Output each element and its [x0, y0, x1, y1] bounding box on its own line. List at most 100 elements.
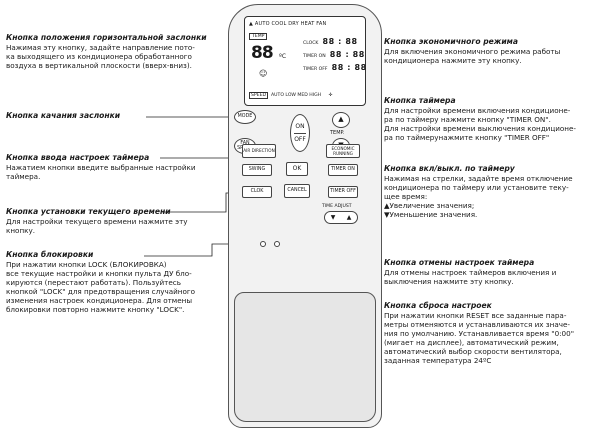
lcd-timer-off-label: TIMER OFF: [303, 67, 328, 72]
annotation-line: кнопку.: [6, 226, 36, 236]
annotation-reset: Кнопка сброса настроек При нажатии кнопк…: [384, 301, 610, 366]
annotation-timer-enter: Кнопка ввода настроек таймера Нажатием к…: [6, 153, 226, 181]
lcd-degree: ºC: [279, 53, 287, 60]
economic-running-button[interactable]: ECONOMIC RUNNING: [326, 144, 360, 158]
annotation-line: Нажимая на стрелки, задайте время отключ…: [384, 174, 573, 183]
annotation-title: Кнопка положения горизонтальной заслонки: [6, 33, 207, 42]
on-off-button[interactable]: ON OFF: [290, 114, 310, 152]
annotation-line: кнопкой "LOCK" для предотвращения случай…: [6, 287, 196, 297]
annotation-body: Для настройки времени включения кондицио…: [384, 106, 610, 142]
annotation-line: заданная температура 24ºC: [384, 356, 492, 366]
time-up-button[interactable]: ▲: [346, 214, 352, 221]
annotation-line: метры отменяются и устанавливаются их зн…: [384, 320, 570, 330]
lcd-clock-label: CLOCK: [303, 41, 319, 46]
fan-icon: ✣: [328, 93, 333, 98]
ok-button[interactable]: OK: [286, 162, 308, 176]
annotation-line: все текущие настройки и кнопки пульта ДУ…: [6, 269, 192, 279]
lock-pinhole[interactable]: [260, 241, 266, 247]
annotation-line: кируются (перестают работать). Пользуйте…: [6, 278, 181, 288]
annotation-title: Кнопка блокировки: [6, 250, 94, 259]
time-adjust-label: TIME ADJUST: [322, 204, 352, 209]
annotation-line: Для отмены настроек таймеров включения и: [384, 268, 557, 277]
annotation-economic: Кнопка экономичного режима Для включения…: [384, 37, 610, 65]
annotation-air-direction: Кнопка положения горизонтальной заслонки…: [6, 33, 236, 70]
annotation-line: ра по таймеру нажмите кнопку "TIMER ON".: [384, 115, 551, 125]
on-label: ON: [295, 123, 305, 130]
annotation-line: кондиционера нажмите эту кнопку.: [384, 56, 522, 66]
annotation-timer-onoff: Кнопка вкл/выкл. по таймеру Нажимая на с…: [384, 164, 610, 219]
annotation-title: Кнопка отмены настроек таймера: [384, 258, 535, 267]
annotation-title: Кнопка сброса настроек: [384, 301, 492, 310]
annotation-title: Кнопка вкл/выкл. по таймеру: [384, 164, 515, 173]
lcd-timer-off-digits: 88 : 88: [331, 63, 367, 72]
annotation-body: Нажимая эту кнопку, задайте направление …: [6, 43, 236, 70]
time-adjust-control: ▼ ▲: [324, 211, 358, 224]
lcd-modes: ▲ AUTO COOL DRY HEAT FAN: [249, 21, 327, 27]
annotation-line: выключения нажмите эту кнопку.: [384, 277, 514, 287]
annotation-title: Кнопка установки текущего времени: [6, 207, 171, 216]
annotation-line: Для настройки времени включения кондицио…: [384, 106, 571, 115]
annotation-lock: Кнопка блокировки При нажатии кнопки LOC…: [6, 250, 226, 315]
annotation-line: Для настройки текущего времени нажмите э…: [6, 217, 188, 226]
lcd-speed-label: SPEED: [249, 92, 269, 99]
lcd-temp-label: TEMP: [249, 33, 268, 40]
annotation-line: Для включения экономичного режима работы: [384, 47, 561, 56]
annotation-title: Кнопка таймера: [384, 96, 456, 105]
annotation-line: При нажатии кнопки RESET все заданные па…: [384, 311, 567, 320]
annotation-line: ра по таймерунажмите кнопку "TIMER OFF": [384, 133, 550, 143]
reset-pinhole[interactable]: [274, 241, 280, 247]
annotation-line: Нажатием кнопки введите выбранные настро…: [6, 163, 196, 172]
annotation-cancel: Кнопка отмены настроек таймера Для отмен…: [384, 258, 610, 286]
lcd-speed-values: AUTO LOW MED HIGH: [271, 93, 322, 98]
battery-cover: [234, 292, 376, 422]
annotation-line: ▲Увеличение значения;: [384, 201, 475, 211]
annotation-body: Нажатием кнопки введите выбранные настро…: [6, 163, 226, 181]
lcd-timer-on-digits: 88 : 88: [329, 50, 365, 59]
temp-label: TEMP.: [330, 130, 345, 136]
remote-control: ▲ AUTO COOL DRY HEAT FAN TEMP 88 ºC ☺ CL…: [228, 4, 382, 428]
annotation-title: Кнопка ввода настроек таймера: [6, 153, 150, 162]
annotation-line: Нажимая эту кнопку, задайте направление …: [6, 43, 195, 52]
annotation-line: Для настройки времени выключения кондици…: [384, 124, 577, 134]
lcd-smile-icon: ☺: [259, 69, 268, 78]
annotation-line: воздуха в вертикальной плоскости (вверх-…: [6, 61, 192, 71]
lcd-clock-digits: 88 : 88: [322, 37, 358, 46]
temp-up-button[interactable]: ▲: [332, 112, 350, 128]
swing-button[interactable]: SWING: [242, 164, 272, 176]
annotation-title: Кнопка экономичного режима: [384, 37, 519, 46]
air-direction-button[interactable]: AIR DIRECTION: [242, 144, 276, 158]
annotation-line: изменения настроек кондиционера. Для отм…: [6, 296, 193, 306]
annotation-body: При нажатии кнопки RESET все заданные па…: [384, 311, 610, 366]
annotation-swing: Кнопка качания заслонки: [6, 111, 156, 121]
annotation-timer: Кнопка таймера Для настройки времени вкл…: [384, 96, 610, 142]
timer-on-button[interactable]: TIMER ON: [328, 164, 358, 176]
annotation-line: (мигает на дисплее), автоматический режи…: [384, 338, 559, 348]
annotation-line: блокировки повторно нажмите кнопку "LOCK…: [6, 305, 185, 315]
cancel-button[interactable]: CANCEL: [284, 184, 310, 198]
annotation-line: ния по умолчанию. Устанавливается время …: [384, 329, 575, 339]
annotation-clock: Кнопка установки текущего времени Для на…: [6, 207, 226, 235]
annotation-line: таймера.: [6, 172, 41, 182]
annotation-body: Для настройки текущего времени нажмите э…: [6, 217, 226, 235]
lcd-display: ▲ AUTO COOL DRY HEAT FAN TEMP 88 ºC ☺ CL…: [244, 16, 366, 106]
annotation-line: щее время:: [384, 192, 428, 202]
annotation-body: Для включения экономичного режима работы…: [384, 47, 610, 65]
mode-button[interactable]: MODE: [234, 110, 256, 124]
clock-button[interactable]: CLOK: [242, 186, 272, 198]
off-label: OFF: [294, 135, 306, 143]
on-off-divider: [294, 132, 306, 134]
annotation-title: Кнопка качания заслонки: [6, 111, 121, 120]
annotation-line: автоматический выбор скорости вентилятор…: [384, 347, 562, 357]
annotation-body: Для отмены настроек таймеров включения и…: [384, 268, 610, 286]
timer-off-button[interactable]: TIMER OFF: [328, 186, 358, 198]
annotation-line: ка выходящего из кондиционера обработанн…: [6, 52, 192, 62]
annotation-line: кондиционера по таймеру или установите т…: [384, 183, 569, 193]
annotation-body: Нажимая на стрелки, задайте время отключ…: [384, 174, 610, 219]
time-down-button[interactable]: ▼: [330, 214, 336, 221]
annotation-line: ▼Уменьшение значения.: [384, 210, 478, 220]
annotation-line: При нажатии кнопки LOCK (БЛОКИРОВКА): [6, 260, 167, 269]
